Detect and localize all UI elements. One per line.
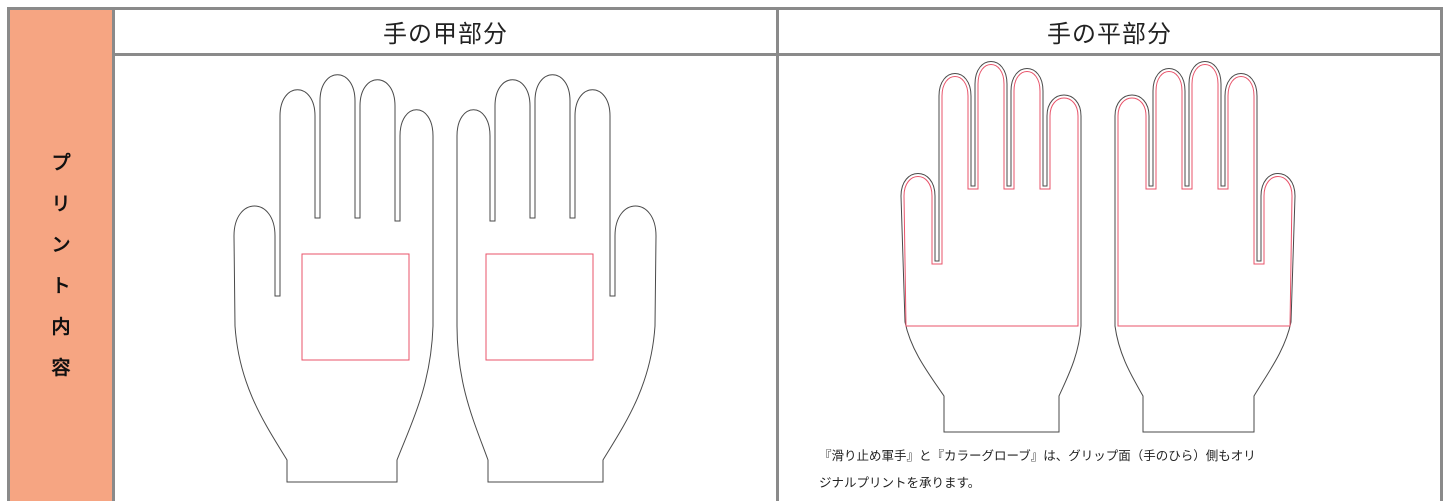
palm-header: 手の平部分 — [779, 10, 1440, 56]
palm-gloves-drawing — [900, 61, 1296, 433]
right-palm-print-area — [1117, 64, 1293, 327]
palm-diagram: 『滑り止め軍手』と『カラーグローブ』は、グリップ面（手のひら）側もオリ ジナルプ… — [779, 56, 1440, 504]
back-of-hand-diagram — [115, 56, 776, 504]
note-line-2: ジナルプリントを承ります。 — [819, 475, 981, 490]
row-label-char: リ — [51, 193, 71, 215]
right-glove-back-outline — [456, 74, 657, 483]
left-glove-palm-outline — [900, 61, 1082, 433]
back-of-hand-header: 手の甲部分 — [115, 10, 776, 56]
row-label-char: 内 — [51, 316, 71, 338]
left-glove-back-outline — [233, 74, 434, 483]
palm-print-note: 『滑り止め軍手』と『カラーグローブ』は、グリップ面（手のひら）側もオリ ジナルプ… — [819, 442, 1419, 496]
back-gloves-drawing — [233, 74, 657, 483]
row-label-char: ン — [51, 234, 71, 256]
palm-column: 手の平部分 『滑り止め軍手』と『カラーグローブ』は、グリップ面（手のひら）側もオ… — [779, 10, 1440, 501]
right-back-print-area — [485, 253, 594, 361]
back-of-hand-column: 手の甲部分 — [115, 10, 779, 501]
note-line-1: 『滑り止め軍手』と『カラーグローブ』は、グリップ面（手のひら）側もオリ — [819, 448, 1256, 463]
row-label-char: 容 — [51, 357, 71, 379]
print-content-table: プ リ ン ト 内 容 手の甲部分 — [7, 7, 1443, 501]
right-glove-palm-outline — [1114, 61, 1296, 433]
left-back-print-area — [301, 253, 410, 361]
row-label-char: プ — [51, 152, 71, 174]
left-palm-print-area — [903, 64, 1079, 327]
row-label-print-content: プ リ ン ト 内 容 — [10, 10, 115, 501]
row-label-char: ト — [51, 275, 71, 297]
